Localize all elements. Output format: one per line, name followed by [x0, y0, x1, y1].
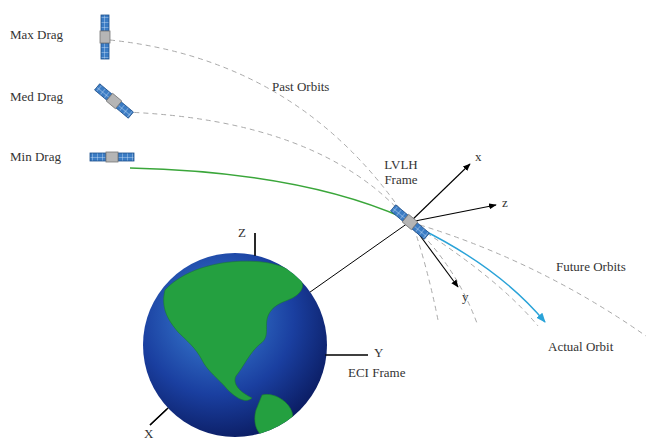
axis-label: Y: [374, 346, 383, 361]
axis-label: z: [502, 196, 508, 211]
future-orbits: [414, 225, 646, 336]
drag-label: Med Drag: [10, 90, 63, 105]
satellite-min-drag: [90, 152, 134, 162]
earth: [143, 253, 327, 438]
lvlh-axes: [410, 164, 496, 287]
satellite-current: [390, 204, 430, 240]
axis-label: X: [144, 427, 153, 442]
axis-label: x: [475, 150, 482, 165]
satellite-med-drag: [94, 83, 134, 119]
past-orbits: [110, 40, 406, 218]
drag-label: Min Drag: [10, 150, 61, 165]
axis-label: y: [462, 290, 469, 305]
orbit-label: Past Orbits: [272, 80, 329, 95]
frame-label: LVLH Frame: [378, 158, 424, 188]
frame-label: ECI Frame: [348, 366, 405, 381]
actual-orbit: [419, 228, 545, 322]
axis-label: Z: [238, 226, 246, 241]
drag-label: Max Drag: [10, 28, 63, 43]
min-drag-orbit: [130, 168, 404, 218]
satellite-max-drag: [100, 15, 110, 59]
orbit-label: Future Orbits: [556, 260, 626, 275]
orbit-label: Actual Orbit: [548, 340, 613, 355]
